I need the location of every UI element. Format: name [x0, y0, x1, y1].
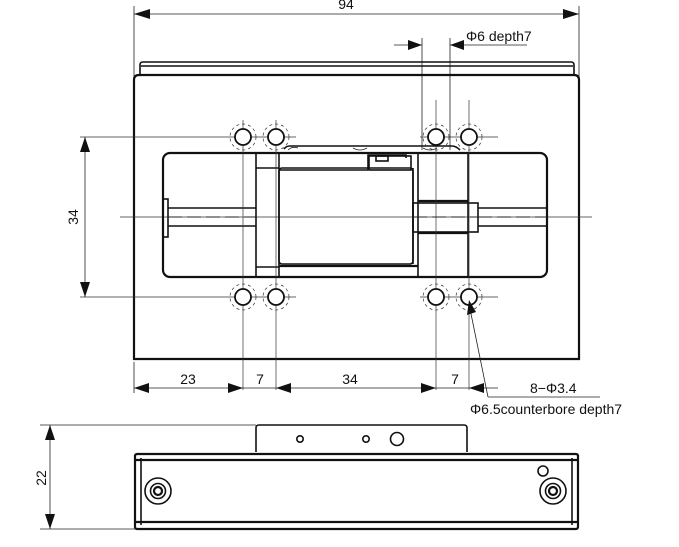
- dimension-label-7-left: 7: [256, 371, 264, 387]
- front-counterbore-right: [537, 465, 567, 505]
- callout-top-hole: Φ6 depth7: [394, 28, 532, 150]
- hole-bottom-3: [422, 283, 450, 311]
- front-large-hole: [389, 431, 405, 447]
- dimension-label-34-vertical: 34: [65, 209, 81, 225]
- dimension-label-34-horizontal: 34: [342, 371, 358, 387]
- callout-label-8-phi3-4: 8−Φ3.4: [530, 380, 577, 396]
- dimension-label-7-right: 7: [451, 371, 459, 387]
- hole-bottom-1: [229, 283, 257, 311]
- hole-top-3: [422, 123, 450, 151]
- hole-top-1: [229, 123, 257, 151]
- dimension-label-23: 23: [180, 371, 196, 387]
- front-view: [133, 424, 580, 531]
- hole-top-2: [262, 123, 290, 151]
- mounting-holes: [80, 100, 498, 390]
- callout-counterbore: 8−Φ3.4 Φ6.5counterbore depth7: [467, 300, 622, 417]
- callout-label-phi6-depth7: Φ6 depth7: [466, 28, 532, 44]
- dimension-label-94: 94: [338, 0, 354, 12]
- dimension-overall-width: 94: [133, 0, 580, 78]
- callout-label-counterbore: Φ6.5counterbore depth7: [470, 401, 622, 417]
- front-counterbore-left: [144, 477, 172, 505]
- hole-bottom-2: [262, 283, 290, 311]
- hole-top-4: [455, 123, 483, 151]
- front-small-hole-2: [361, 434, 370, 443]
- dimension-height: 22: [33, 424, 256, 530]
- front-small-hole-1: [295, 434, 304, 443]
- dimension-hole-spacing-vertical: 34: [65, 137, 90, 297]
- dimension-chain-bottom: 23 7 34 7: [133, 362, 498, 393]
- top-view: [120, 61, 592, 361]
- dimension-label-22: 22: [33, 470, 49, 486]
